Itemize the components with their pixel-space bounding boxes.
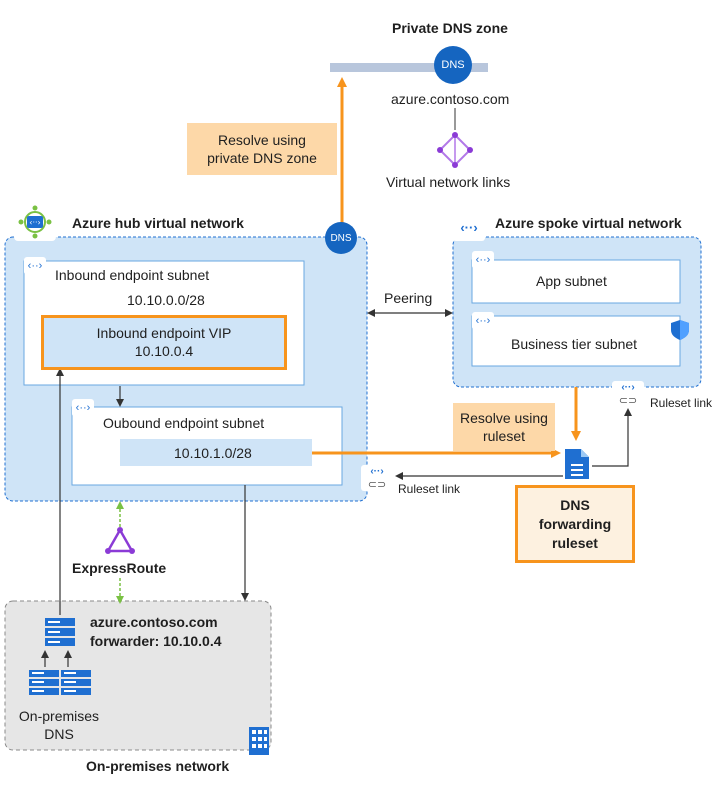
hub-vnet-title: Azure hub virtual network: [72, 215, 244, 231]
private-dns-zone-bar: [330, 63, 488, 72]
app-subnet-label: App subnet: [536, 273, 607, 289]
inbound-subnet-label: Inbound endpoint subnet: [55, 267, 210, 283]
inbound-subnet-cidr: 10.10.0.0/28: [127, 292, 205, 308]
private-zone-domain: azure.contoso.com: [391, 91, 510, 107]
onprem-forwarder-line2: forwarder: 10.10.0.4: [90, 633, 222, 649]
expressroute-label: ExpressRoute: [72, 560, 167, 576]
hub-dns-icon: DNS: [325, 222, 357, 254]
inbound-vip-box: Inbound endpoint VIP 10.10.0.4: [41, 315, 287, 370]
building-icon: [249, 727, 269, 755]
arrow-ruleset-link-right: [592, 408, 632, 467]
business-subnet-label: Business tier subnet: [511, 336, 638, 352]
inbound-vip-ip: 10.10.0.4: [134, 343, 194, 359]
outbound-cidr-box: [120, 439, 312, 466]
onprem-network-label: On-premises network: [86, 758, 230, 774]
onprem-dns-server-icon-1: [29, 670, 59, 695]
app-subnet-box: [471, 259, 681, 304]
ruleset-document-icon: [565, 449, 589, 479]
shield-icon: [671, 320, 689, 340]
hub-vnet-icon: ‹··›: [14, 203, 56, 241]
business-subnet-box: [471, 315, 681, 367]
svg-text:‹··›: ‹··›: [29, 218, 40, 227]
virtual-network-links-icon: [437, 132, 473, 168]
virtual-network-links-label: Virtual network links: [386, 174, 511, 190]
outbound-subnet-vnet-icon: ‹··›: [72, 399, 94, 417]
outbound-subnet-cidr: 10.10.1.0/28: [174, 445, 252, 461]
inbound-vip-label: Inbound endpoint VIP: [96, 325, 232, 341]
expressroute-icon: [105, 527, 135, 554]
ruleset-link-right-icon: ‹··› ⊂⊃: [612, 381, 644, 407]
onprem-dns-label: On-premises DNS: [18, 708, 100, 742]
ruleset-link-left-label: Ruleset link: [398, 482, 461, 496]
onprem-dns-server-icon-2: [61, 670, 91, 695]
dns-forwarding-ruleset-box: DNS forwarding ruleset: [515, 485, 635, 563]
spoke-vnet-title: Azure spoke virtual network: [495, 215, 682, 231]
callout-resolve-private-zone: Resolve using private DNS zone: [187, 123, 337, 175]
onprem-forwarder-text: azure.contoso.com forwarder: 10.10.0.4: [90, 613, 222, 651]
app-subnet-vnet-icon: ‹··›: [472, 251, 494, 269]
outbound-subnet-label: Oubound endpoint subnet: [103, 415, 265, 431]
private-dns-zone-title: Private DNS zone: [392, 20, 508, 36]
dns-icon: DNS: [434, 46, 472, 84]
callout-resolve-ruleset: Resolve using ruleset: [453, 403, 555, 451]
spoke-vnet-icon: ‹··›: [453, 213, 485, 241]
onprem-forwarder-line1: azure.contoso.com: [90, 614, 218, 630]
business-subnet-vnet-icon: ‹··›: [472, 312, 494, 330]
ruleset-link-left-icon: ‹··› ⊂⊃: [361, 465, 393, 491]
ruleset-link-right-label: Ruleset link: [650, 396, 713, 410]
peering-label: Peering: [384, 290, 433, 306]
subnet-vnet-icon: ‹··›: [24, 257, 46, 275]
forwarder-server-icon: [45, 618, 75, 646]
